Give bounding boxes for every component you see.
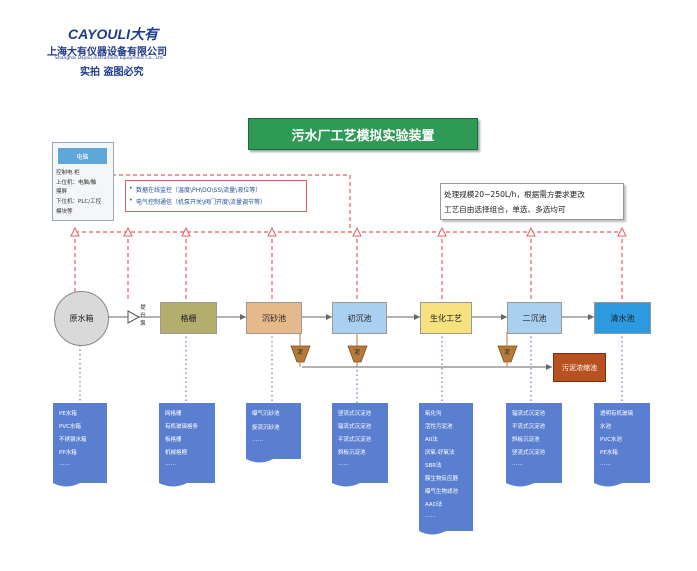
diagram-title: 污水厂工艺模拟实验装置 (248, 118, 478, 150)
copyright-notice: 实拍 盗图必究 (80, 67, 144, 78)
option-item: 水池 (600, 424, 612, 430)
stage-clear-water-tank: 清水池 (594, 302, 651, 334)
stage-primary-clarifier: 初沉池 (332, 302, 387, 334)
company-name-en: Shanghai Dayou Instrument Equipment Co.,… (55, 56, 165, 61)
options-card-secondary: 辐流式沉淀池 平流式沉淀池 斜板沉淀池 竖流式沉淀池 …… (506, 403, 562, 483)
option-item: 旋流沉砂池 (252, 425, 280, 431)
option-item: 曝气生物滤池 (425, 489, 459, 495)
hopper-label: 泥 (297, 349, 304, 356)
options-card-grit: 曝气沉砂池 旋流沉砂池 …… (246, 403, 301, 459)
option-item: 氧化沟 (425, 411, 442, 417)
brand-logo: CAYOULI大有 (68, 26, 158, 42)
option-item: A0法 (425, 437, 438, 443)
hopper-grit (290, 345, 311, 363)
company-name-cn: 上海大有仪器设备有限公司 (47, 47, 167, 58)
pump-label: 提 升 泵 (139, 304, 147, 328)
pump-label-char: 升 (140, 313, 146, 319)
stage-sludge-thickener: 污泥浓缩池 (553, 353, 606, 382)
option-item: SBR法 (425, 463, 442, 469)
stage-secondary-clarifier: 二沉池 (507, 302, 562, 334)
pump-icon (127, 310, 141, 324)
hopper-label: 泥 (504, 349, 511, 356)
option-item: 辐流式沉淀池 (512, 411, 546, 417)
option-item: 活性污泥池 (425, 424, 453, 430)
options-card-clear: 透明有机玻璃 水池 PVC水池 PE水箱 …… (594, 403, 650, 483)
stage-biological-process: 生化工艺 (420, 302, 472, 334)
option-item: 不锈钢水箱 (59, 437, 87, 443)
options-card-raw: PE水箱 PVC水箱 不锈钢水箱 PP水箱 …… (53, 403, 107, 483)
stage-raw-water-tank: 原水箱 (54, 291, 109, 346)
note-line: 处理规模20~250L/h，根据需方要求更改 (444, 190, 585, 199)
computer-screen: 电脑 (58, 148, 107, 164)
option-item: 斜板沉淀池 (338, 450, 366, 456)
options-card-primary: 竖流式沉淀池 辐流式沉淀池 平流式沉淀池 斜板沉淀池 …… (332, 403, 388, 483)
bullet-icon: • (129, 197, 133, 204)
hopper-label: 泥 (354, 349, 361, 356)
option-item: 竖流式沉淀池 (338, 411, 372, 417)
pump-label-char: 提 (140, 305, 146, 311)
computer-line: 上位机：电脑/触 (56, 180, 97, 186)
option-item: …… (425, 513, 436, 519)
computer-line: 模块等 (56, 209, 73, 215)
bullet-icon: • (129, 185, 133, 192)
option-item: 板格栅 (165, 437, 182, 443)
stage-grit-chamber: 沉砂池 (246, 302, 302, 334)
monitor-line: 数据在线监控（温度\PH\DO\SS\流量\液位等） (136, 187, 262, 194)
computer-line: 摸屏 (56, 189, 68, 195)
option-item: 网格栅 (165, 411, 182, 417)
option-item: AAO法 (425, 502, 443, 508)
monitor-line: 电气控制通信（机泵开关\阀门开度\流量调节等） (136, 199, 267, 206)
option-item: 平流式沉淀池 (512, 424, 546, 430)
option-item: 机械格栅 (165, 450, 188, 456)
note-line: 工艺自由选择组合，单选、多选均可 (444, 205, 566, 214)
option-item: 斜板沉淀池 (512, 437, 540, 443)
option-item: PP水箱 (59, 450, 77, 456)
hopper-secondary (497, 345, 518, 363)
option-item: 曝气沉砂池 (252, 411, 280, 417)
monitoring-box: • 数据在线监控（温度\PH\DO\SS\流量\液位等） • 电气控制通信（机泵… (125, 180, 307, 212)
option-item: …… (512, 461, 523, 467)
option-item: …… (165, 461, 176, 467)
option-item: 膜生物反应器 (425, 476, 459, 482)
computer-line: 控制电 柜 (56, 170, 80, 176)
option-item: 平流式沉淀池 (338, 437, 372, 443)
option-item: …… (59, 461, 70, 467)
option-item: 有机玻璃格条 (165, 424, 199, 430)
stage-grille: 格栅 (160, 302, 217, 334)
option-item: PE水箱 (59, 411, 77, 417)
signal-line-top (112, 174, 351, 232)
option-item: PVC水池 (600, 437, 622, 443)
computer-line: 下位机：PLC/工控 (56, 199, 102, 205)
option-item: …… (600, 461, 611, 467)
control-computer: 电脑 控制电 柜 上位机：电脑/触 摸屏 下位机：PLC/工控 模块等 (52, 142, 114, 221)
hopper-primary (347, 345, 368, 363)
option-item: …… (338, 461, 349, 467)
option-item: …… (252, 437, 263, 443)
option-item: 透明有机玻璃 (600, 411, 634, 417)
options-card-bio: 氧化沟 活性污泥池 A0法 厌氧-好氧法 SBR法 膜生物反应器 曝气生物滤池 … (419, 403, 473, 531)
options-card-grille: 网格栅 有机玻璃格条 板格栅 机械格栅 …… (159, 403, 215, 483)
pump-label-char: 泵 (140, 321, 146, 327)
option-item: 辐流式沉淀池 (338, 424, 372, 430)
capacity-note: 处理规模20~250L/h，根据需方要求更改 工艺自由选择组合，单选、多选均可 (440, 183, 624, 220)
option-item: PVC水箱 (59, 424, 81, 430)
option-item: 竖流式沉淀池 (512, 450, 546, 456)
option-item: 厌氧-好氧法 (425, 450, 455, 456)
option-item: PE水箱 (600, 450, 618, 456)
